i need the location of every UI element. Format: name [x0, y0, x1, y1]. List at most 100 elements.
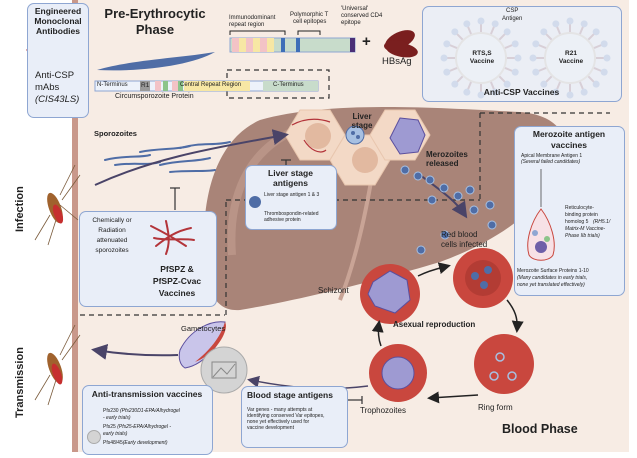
r21-label-1: R21	[565, 50, 577, 57]
cycle-arrow-4	[371, 320, 384, 347]
pfs4845-note: (Early development)	[122, 440, 168, 446]
label-universal-3: epitope	[341, 20, 361, 26]
mab-label-italic: (CIS43LS)	[35, 94, 80, 105]
rh5-note-1: (RH5.1/	[593, 219, 611, 225]
liver-antigen-item-1: Liver stage antigen 1 & 3	[264, 192, 320, 198]
blood-antigens-line-4: vaccine development	[247, 425, 294, 431]
pfs4845-label: Pfs48/45(Early development)	[103, 440, 168, 446]
blood-antigens-line-3: none yet effectively used for	[247, 419, 310, 425]
label-universal-2: conserved CD4	[341, 13, 383, 19]
label-polymorphic-1: Polymorphic T	[290, 12, 329, 18]
rbc-infected-label-1: Red blood	[441, 230, 478, 239]
attenuated-sporozoites-icon	[150, 220, 195, 255]
engineered-mab-box: Engineered Monoclonal Antibodies Anti-CS…	[27, 3, 89, 118]
merozoite-diagram-icon	[527, 169, 555, 261]
pfspz-desc-2: Radiation	[98, 227, 126, 234]
pfs4845-name: Pfs48/45	[103, 440, 123, 446]
hepatocytes	[284, 109, 431, 186]
label-universal-1: 'Universal'	[341, 6, 369, 12]
pfs230-name: Pfs230	[103, 408, 119, 414]
pfspz-desc-3: attenuated	[96, 237, 128, 244]
csp-c-terminus: C-Terminus	[273, 82, 304, 88]
sporozoites-label: Sporozoites	[94, 129, 137, 138]
pfs25-note-2: early trials)	[103, 431, 128, 437]
sporozoites-cluster	[104, 141, 231, 173]
infection-label: Infection	[14, 186, 26, 232]
anti-csp-vaccines-box: CSP Antigen RTS,S Vaccine R21 Vaccine An…	[422, 6, 622, 102]
placeholder-image-icon	[200, 346, 248, 394]
csp-r1: R1	[141, 82, 150, 89]
mab-title-2: Monoclonal	[34, 16, 82, 26]
cycle-arrow-2	[506, 299, 524, 333]
label-polymorphic-2: cell epitopes	[293, 19, 327, 25]
transmission-label: Transmission	[14, 347, 26, 418]
hbsag-icon	[384, 30, 418, 58]
csp-antigen-label-2: Antigen	[502, 16, 523, 22]
liver-stage-label-2: stage	[351, 121, 373, 130]
anti-transmission-vaccines-box: Anti-transmission vaccines Pfs230 (Pfs23…	[82, 385, 213, 455]
anti-csp-title: Anti-CSP Vaccines	[483, 87, 560, 97]
plus-sign: +	[362, 33, 371, 50]
pre-erythrocytic-title-2: Phase	[135, 22, 175, 37]
msp-note-1: (Many candidates in early trials,	[517, 275, 588, 281]
mab-title-3: Antibodies	[36, 26, 80, 36]
rh5-note-2: Matrix-M Vaccine-	[565, 226, 606, 232]
pfs230-label: Pfs230 (Pfs230D1-EPA/Alhydrogel	[103, 408, 180, 414]
mab-label-2: mAbs	[35, 82, 60, 93]
gametocytes-label: Gametocytes	[181, 324, 226, 333]
csp-caption: Circumsporozoite Protein	[115, 93, 194, 100]
pfs230-note-2: - early trials)	[103, 415, 131, 421]
liver-antigen-item-2a: Thrombospondin-related	[264, 211, 319, 217]
schizont-label: Schizont	[318, 286, 349, 295]
schizont-cell	[360, 264, 420, 324]
rbc-infected-label-2: cells infected	[441, 240, 488, 249]
rh5-note-3: Phase IIb trials)	[565, 233, 600, 239]
msp-note-2: none yet translated effectively)	[517, 282, 585, 288]
blood-antigens-line-2: identifying conserved Var epitopes,	[247, 413, 325, 419]
blood-phase-title: Blood Phase	[502, 422, 578, 436]
csp-protein-bar	[94, 80, 319, 92]
mab-label-1: Anti-CSP	[35, 70, 75, 81]
ring-form-cell	[474, 334, 534, 394]
pfspz-desc-4: sporozoites	[95, 247, 129, 254]
rtss-label-1: RTS,S	[472, 50, 492, 57]
pre-erythrocytic-title-1: Pre-Erythrocytic	[104, 6, 206, 21]
ama1-note: (Several failed candidates)	[521, 159, 581, 165]
blood-stage-antigens-box: Blood stage antigens Var genes - many at…	[241, 386, 348, 448]
csp-antigen-label-1: CSP	[506, 8, 519, 14]
liver-antigen-item-2b: adhesive protein	[264, 217, 301, 223]
asexual-reproduction-label: Asexual reproduction	[393, 320, 476, 329]
r21-label-2: Vaccine	[558, 58, 584, 65]
cycle-arrow-3	[427, 391, 479, 404]
mosquito-infection-icon	[34, 164, 81, 246]
pfspz-title-2: PfSPZ-Cvac	[152, 276, 202, 286]
liver-stage-antigens-box: Liver stage antigens Liver stage antigen…	[245, 165, 337, 230]
rh5-label-1: Reticulocyte-	[565, 205, 594, 211]
pfspz-title-1: PfSPZ &	[160, 264, 194, 274]
sporozoite-antigen-icon	[249, 196, 261, 208]
trophozoites-label: Trophozoites	[360, 406, 406, 415]
pfs25-label: Pfs25 (Pfs25-EPA/Alhydrogel -	[103, 424, 171, 430]
merozoites-label-1: Merozoites	[426, 150, 468, 159]
pfs230-note: (Pfs230D1-EPA/Alhydrogel	[119, 408, 180, 414]
pfs25-name: Pfs25	[103, 424, 116, 430]
merozoites-label-2: released	[426, 159, 459, 168]
rtss-construct-bar	[229, 30, 356, 53]
mab-title-1: Engineered	[34, 6, 82, 16]
skin-edge	[72, 0, 78, 452]
blood-antigens-line-1: Var genes - many attempts at	[247, 407, 313, 413]
rbc-infected-cell	[453, 248, 513, 308]
liver-shape	[204, 107, 566, 311]
cycle-arrow-1	[417, 262, 451, 277]
label-immunodominant-2: repeat region	[229, 22, 265, 28]
pfspz-vaccines-box: Chemically or Radiation attenuated sporo…	[79, 211, 217, 307]
merozoite-arrow	[419, 174, 468, 219]
mosquito-transmission-icon	[34, 324, 81, 406]
trophozoite-cell	[369, 344, 427, 402]
merozoites	[400, 165, 497, 255]
label-immunodominant-1: Immunodominant	[229, 15, 276, 21]
csp-central-repeat: Central Repeat Region	[180, 82, 242, 88]
transmission-arrow	[91, 343, 179, 360]
rh5-label-2: binding protein	[565, 212, 598, 218]
